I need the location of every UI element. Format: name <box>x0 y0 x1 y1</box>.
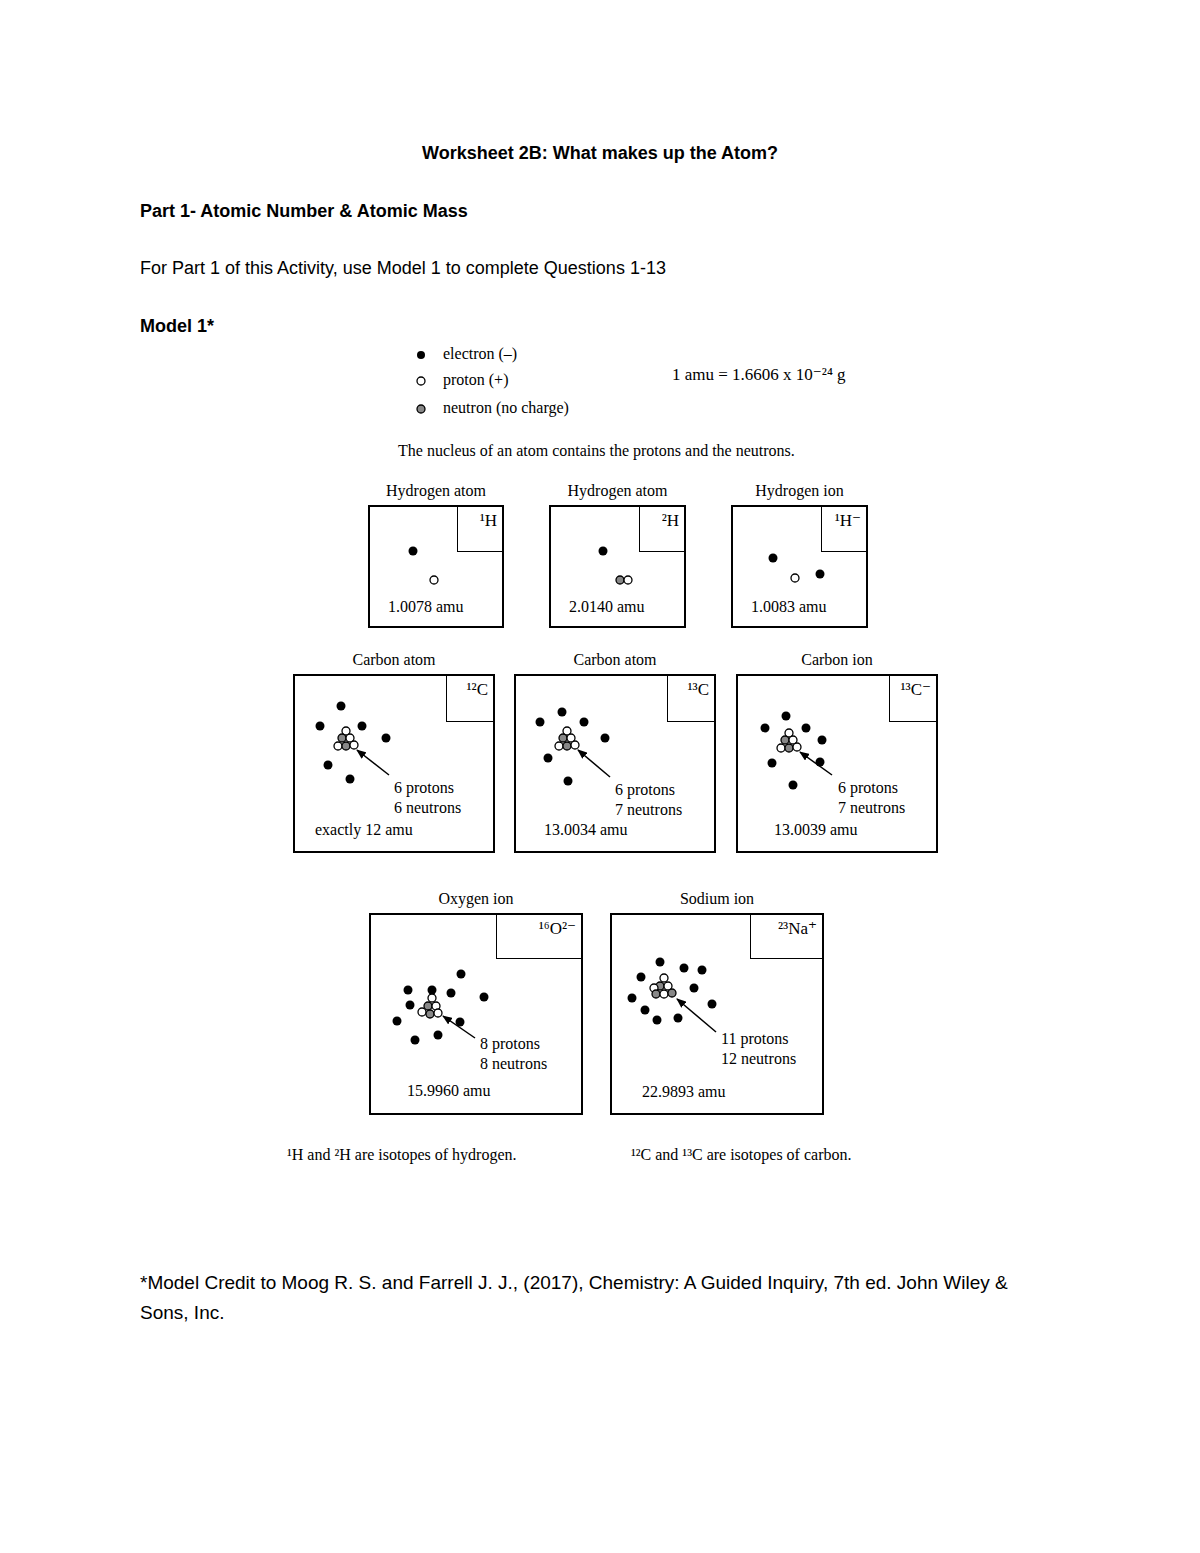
particle-count: 6 protons 7 neutrons <box>615 780 682 820</box>
isotope-note: ¹H and ²H are isotopes of hydrogen. <box>287 1146 517 1164</box>
isotope-symbol: ²H <box>639 507 684 552</box>
box-heading: Oxygen ion <box>438 889 513 909</box>
atom-box: Hydrogen atom¹H1.0078 amu <box>368 505 504 628</box>
atomic-mass: 1.0083 amu <box>751 597 827 617</box>
atomic-mass: 22.9893 amu <box>642 1082 726 1102</box>
atom-box: Hydrogen ion¹H⁻1.0083 amu <box>731 505 868 628</box>
isotope-symbol: ¹H⁻ <box>821 507 866 552</box>
atomic-mass: 15.9960 amu <box>407 1081 491 1101</box>
atom-box: Hydrogen atom²H2.0140 amu <box>549 505 686 628</box>
box-heading: Carbon atom <box>352 650 435 670</box>
atom-box: Sodium ion²³Na⁺11 protons 12 neutrons22.… <box>610 913 824 1115</box>
atomic-mass: 1.0078 amu <box>388 597 464 617</box>
atom-box: Carbon atom¹³C6 protons 7 neutrons13.003… <box>514 674 716 853</box>
box-heading: Carbon atom <box>573 650 656 670</box>
box-heading: Sodium ion <box>680 889 754 909</box>
isotope-symbol: ¹³C <box>667 676 714 722</box>
atom-box: Carbon atom¹²C6 protons 6 neutronsexactl… <box>293 674 495 853</box>
legend-label: electron (–) <box>443 345 517 363</box>
isotope-symbol: ¹⁶O²⁻ <box>496 915 581 959</box>
unit-conversion: 1 amu = 1.6606 x 10⁻²⁴ g <box>672 364 846 385</box>
isotope-symbol: ¹³C⁻ <box>889 676 936 722</box>
atomic-mass: 2.0140 amu <box>569 597 645 617</box>
atom-box: Oxygen ion¹⁶O²⁻8 protons 8 neutrons15.99… <box>369 913 583 1115</box>
isotope-note: ¹²C and ¹³C are isotopes of carbon. <box>631 1146 851 1164</box>
legend-label: proton (+) <box>443 371 508 389</box>
isotope-symbol: ¹²C <box>446 676 493 722</box>
neutron-dot <box>415 403 427 415</box>
worksheet-title: Worksheet 2B: What makes up the Atom? <box>0 143 1200 164</box>
footnote: *Model Credit to Moog R. S. and Farrell … <box>140 1268 1040 1328</box>
box-heading: Hydrogen atom <box>386 481 486 501</box>
particle-count: 11 protons 12 neutrons <box>721 1029 796 1069</box>
section-heading: Part 1- Atomic Number & Atomic Mass <box>140 201 468 222</box>
instruction-text: For Part 1 of this Activity, use Model 1… <box>140 258 666 279</box>
proton-dot <box>415 375 427 387</box>
electron-dot <box>415 349 427 361</box>
atom-box: Carbon ion¹³C⁻6 protons 7 neutrons13.003… <box>736 674 938 853</box>
particle-count: 6 protons 6 neutrons <box>394 778 461 818</box>
particle-count: 8 protons 8 neutrons <box>480 1034 547 1074</box>
model-heading: Model 1* <box>140 316 214 337</box>
isotope-symbol: ¹H <box>457 507 502 552</box>
atomic-mass: 13.0039 amu <box>774 820 858 840</box>
atomic-mass: 13.0034 amu <box>544 820 628 840</box>
atomic-mass: exactly 12 amu <box>315 820 413 840</box>
box-heading: Carbon ion <box>801 650 873 670</box>
isotope-symbol: ²³Na⁺ <box>750 915 822 959</box>
box-heading: Hydrogen ion <box>755 481 843 501</box>
nucleus-note: The nucleus of an atom contains the prot… <box>398 442 795 460</box>
box-heading: Hydrogen atom <box>568 481 668 501</box>
legend-label: neutron (no charge) <box>443 399 569 417</box>
particle-count: 6 protons 7 neutrons <box>838 778 905 818</box>
